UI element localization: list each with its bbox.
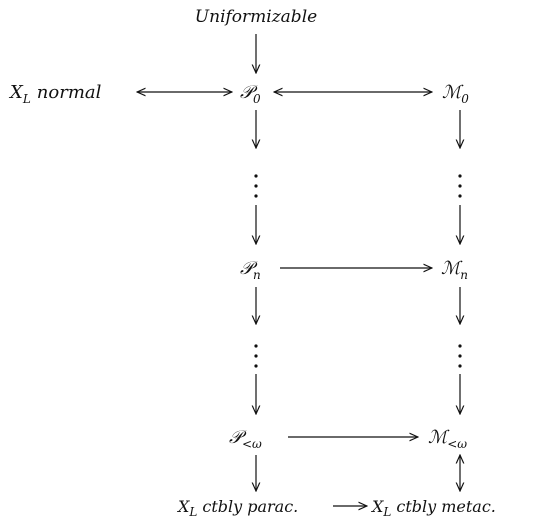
m-omega-sub: <ω [447, 437, 467, 451]
mn-node: ℳn [441, 258, 468, 282]
mn-base: ℳ [441, 258, 463, 279]
xl-metac-base: X [370, 497, 384, 516]
p0-sub: 0 [253, 92, 261, 106]
pn-sub: n [253, 268, 261, 282]
xl-metac-text: ctbly metac. [396, 497, 496, 516]
pn-node: 𝒫n [240, 258, 261, 282]
p-omega-sub: <ω [242, 437, 262, 451]
m-omega-base: ℳ [428, 427, 450, 448]
uniformizable-label: Uniformizable [195, 7, 317, 27]
xl-normal-text: normal [37, 82, 102, 103]
xl-metac-sub: L [382, 505, 391, 519]
xl-normal-sub: L [22, 92, 31, 106]
ellipsis-m-lower [458, 344, 462, 368]
xl-normal-base: X [8, 82, 24, 103]
mn-sub: n [460, 268, 468, 282]
ellipsis-p-lower [254, 344, 258, 368]
p-omega-node: 𝒫<ω [229, 427, 262, 451]
xl-parac-base: X [176, 497, 190, 516]
ellipsis-p-upper [254, 174, 258, 198]
ellipsis-m-upper [458, 174, 462, 198]
m-omega-node: ℳ<ω [428, 427, 467, 451]
xl-parac-text: ctbly parac. [202, 497, 298, 516]
m0-base: ℳ [442, 82, 464, 103]
m0-sub: 0 [461, 92, 469, 106]
m0-node: ℳ0 [442, 82, 469, 106]
xl-parac-sub: L [188, 505, 197, 519]
p0-node: 𝒫0 [240, 82, 261, 106]
